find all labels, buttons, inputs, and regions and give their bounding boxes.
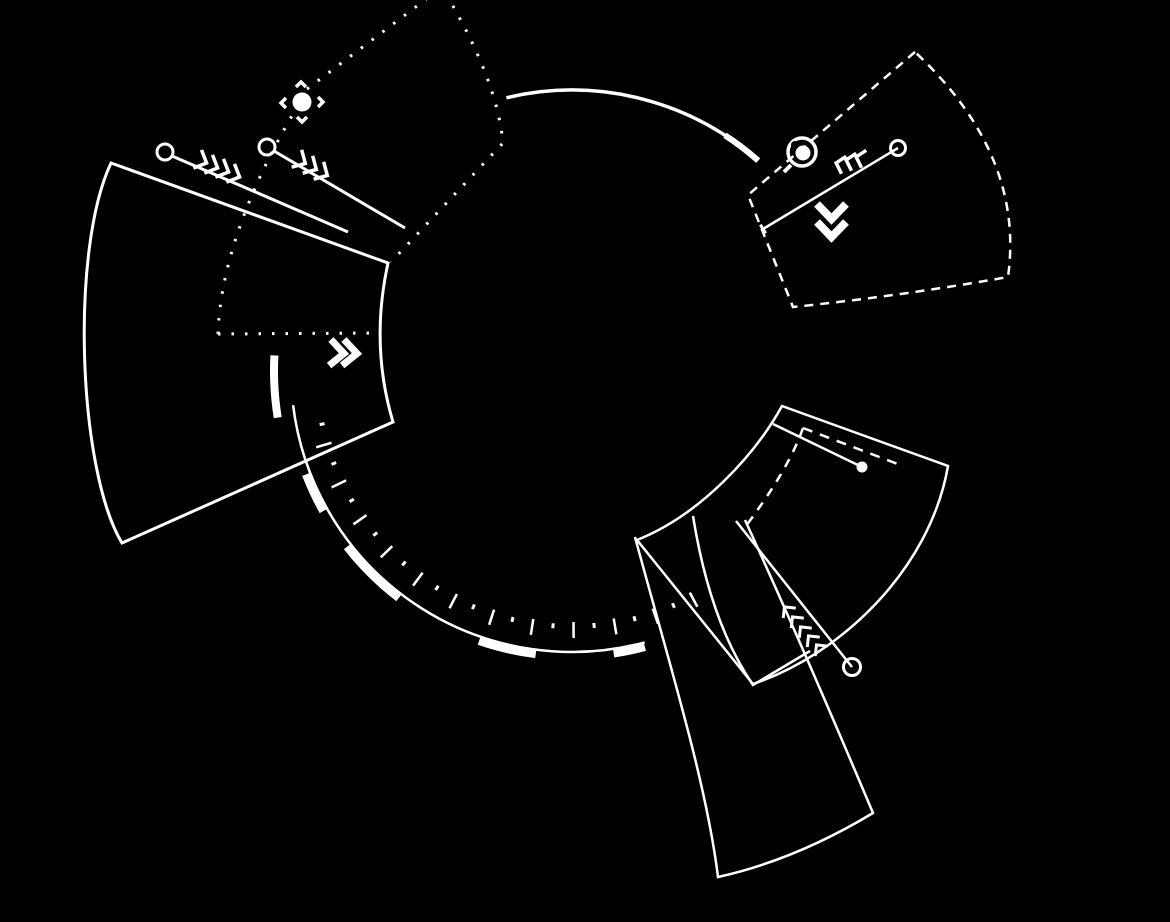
double-chevron-down-icon	[814, 201, 849, 225]
sun-caret-right-icon	[316, 95, 326, 109]
sun-caret-down-icon	[295, 115, 309, 125]
arc-highlight-segment-left	[270, 355, 282, 419]
bottom-callout-circle[interactable]	[842, 657, 862, 677]
right-wedge-pointer-dot[interactable]	[856, 461, 868, 473]
dial-tick-dot	[319, 422, 325, 427]
dial-tick	[487, 609, 496, 626]
dotted-sector-left-edge	[216, 103, 301, 335]
callout-2-chevron-icon	[302, 155, 319, 175]
dotted-sector-top-edge	[306, 0, 428, 91]
callout-1-chevron-icon	[225, 163, 242, 184]
arc-highlight-segment-4	[612, 642, 646, 658]
dial-tick-dot	[632, 615, 637, 622]
double-chevron-down-icon	[814, 219, 849, 243]
main-circle-top-arc	[505, 88, 760, 162]
dial-tick	[379, 545, 394, 559]
triple-chevron-left-icon	[853, 148, 868, 169]
callout-1-endpoint-circle[interactable]	[155, 142, 175, 162]
target-ring-icon[interactable]	[786, 136, 818, 168]
bottom-chevron-up-left-icon	[805, 634, 820, 648]
callout-1-chevron-icon	[214, 158, 231, 179]
sun-caret-up-icon	[294, 79, 308, 89]
bottom-inner-wedge-outline	[691, 515, 811, 687]
bottom-chevron-up-left-icon	[789, 615, 804, 629]
arc-highlight-segment-1	[302, 472, 328, 514]
sun-caret-left-icon	[278, 96, 288, 110]
arc-highlight-segment-2	[343, 543, 402, 602]
dashed-sector-callout-circle[interactable]	[889, 139, 907, 157]
callout-1-line	[171, 154, 349, 234]
dial-tick-dot	[401, 560, 407, 567]
bottom-chevron-up-left-icon	[813, 643, 828, 657]
dial-tick-dot	[348, 497, 355, 503]
dial-tick	[315, 441, 332, 449]
dial-tick	[352, 514, 368, 526]
dial-tick	[331, 479, 347, 489]
callout-2-line	[273, 149, 406, 230]
dotted-sector-right-edge	[389, 0, 505, 264]
bottom-wedge-outline	[633, 519, 875, 879]
dashed-sector-callout-line	[762, 146, 899, 231]
dashed-sector-callout-end-tick	[759, 223, 767, 235]
dial-tick-dot	[434, 584, 440, 591]
dial-tick	[612, 618, 618, 635]
bottom-chevron-up-left-icon	[781, 605, 796, 619]
dial-tick	[412, 571, 424, 587]
callout-1-chevron-icon	[192, 149, 209, 170]
callout-2-endpoint-circle[interactable]	[257, 137, 277, 157]
target-ring-handle	[782, 163, 793, 174]
bottom-chevron-up-left-icon	[797, 625, 812, 639]
dial-tick-dot	[330, 461, 337, 466]
dotted-sector-bottom-edge	[217, 331, 382, 336]
dial-tick	[651, 608, 660, 625]
left-wedge-outline	[82, 161, 395, 545]
right-wedge-dashed-curve	[744, 427, 805, 527]
dial-tick	[529, 618, 535, 635]
callout-2-chevron-icon	[291, 149, 308, 169]
dashed-sector-outline	[746, 51, 1012, 309]
triple-chevron-left-icon	[843, 151, 858, 172]
triple-chevron-left-icon	[833, 154, 848, 175]
dial-tick-dot	[471, 603, 476, 610]
target-ring-core	[795, 145, 811, 161]
target-ring-core-notch	[791, 141, 799, 149]
dial-tick-dot	[510, 616, 515, 623]
callout-2-chevron-icon	[313, 161, 330, 181]
dial-tick-dot	[372, 531, 379, 537]
main-circle-top-arc-highlight	[723, 132, 761, 163]
right-wedge-pointer-line	[772, 422, 863, 469]
dial-tick-dot	[671, 602, 676, 609]
double-chevron-right-icon	[326, 337, 350, 369]
double-chevron-right-icon	[339, 337, 363, 369]
dial-tick	[448, 593, 458, 609]
right-wedge-outline	[634, 404, 950, 686]
bottom-callout-line	[735, 520, 853, 668]
callout-1-chevron-icon	[203, 154, 220, 175]
sun-marker-icon[interactable]	[292, 92, 312, 112]
arc-highlight-segment-3	[477, 636, 537, 659]
dial-tick	[688, 592, 699, 608]
